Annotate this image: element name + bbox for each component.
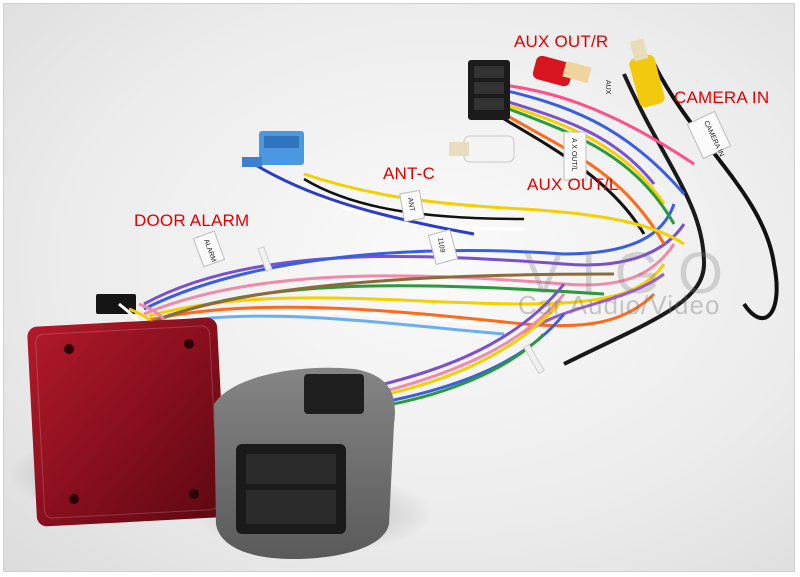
aux-r-tag-text: AUX (604, 80, 611, 95)
rca-white-plug (449, 135, 515, 163)
cable-tag-alarm (192, 230, 226, 268)
wire-bundle (143, 203, 686, 336)
label-aux-out-l: AUX OUT/L (527, 175, 619, 194)
label-door-alarm: DOOR ALARM (134, 211, 250, 230)
antenna-connector-blue (242, 131, 304, 167)
watermark-tagline: Car Audio/Video (518, 290, 721, 320)
wiring-harness-illustration: CAMERA IN A X OUT/L AUX ANT 1109 ALARM (9, 38, 779, 559)
cable-tag-camera (686, 110, 732, 160)
red-decoder-box (27, 317, 227, 527)
watermark-brand: VIGO (524, 241, 742, 306)
label-camera-in: CAMERA IN (674, 88, 770, 107)
foam-connector (214, 367, 395, 559)
label-ant-c: ANT-C (383, 164, 435, 183)
num-tag-text: 1109 (436, 237, 446, 253)
iso-connector-black (468, 60, 510, 120)
rca-yellow-plug (629, 38, 665, 108)
label-aux-out-r: AUX OUT/R (514, 32, 609, 51)
product-photo: CAMERA IN A X OUT/L AUX ANT 1109 ALARM V… (3, 3, 795, 572)
cable-tag-ant (399, 189, 425, 223)
cable-tag-num (427, 229, 459, 265)
ant-tag-text: ANT (406, 197, 415, 213)
camera-cable (652, 63, 779, 320)
aux-l-tag-text: A X OUT/L (570, 138, 577, 172)
cable-tag-aux-l (563, 131, 587, 181)
rca-red-plug (532, 55, 592, 87)
